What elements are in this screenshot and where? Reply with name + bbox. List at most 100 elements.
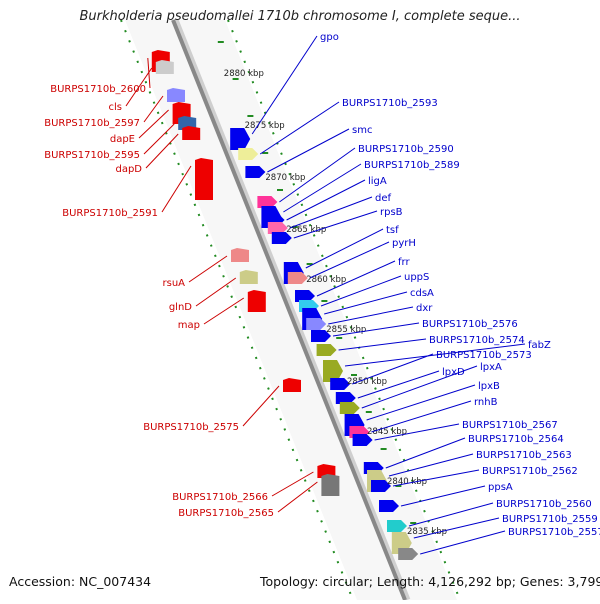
reverse-gene-label: BURPS1710b_2595 xyxy=(44,150,140,161)
scale-label: 2840 kbp xyxy=(387,477,427,487)
forward-label-leader xyxy=(357,370,440,399)
forward-gene-1 xyxy=(230,128,251,150)
forward-gene-label: BURPS1710b_2589 xyxy=(364,160,460,171)
reverse-label-leader xyxy=(242,385,280,427)
forward-label-leader xyxy=(344,343,526,367)
reverse-label-leader xyxy=(125,67,153,107)
reverse-gene-label: BURPS1710b_2591 xyxy=(62,208,158,219)
forward-label-leader xyxy=(267,128,350,173)
reverse-gene-12 xyxy=(317,464,336,478)
reverse-gene-6 xyxy=(182,126,201,140)
forward-gene-10 xyxy=(287,272,308,284)
reverse-gene-10 xyxy=(247,290,266,312)
forward-label-leader xyxy=(309,241,390,279)
forward-gene-label: cdsA xyxy=(410,288,434,299)
reverse-gene-label: cls xyxy=(109,102,123,113)
forward-label-leader xyxy=(385,437,466,469)
forward-label-leader xyxy=(338,338,427,351)
forward-gene-label: tsf xyxy=(386,225,399,236)
forward-gene-label: BURPS1710b_2574 xyxy=(429,335,525,346)
reverse-label-leader xyxy=(143,95,164,123)
forward-gene-label: BURPS1710b_2559 xyxy=(502,514,598,525)
forward-label-leader xyxy=(293,210,378,239)
forward-gene-label: fabZ xyxy=(528,340,551,351)
forward-label-leader xyxy=(413,517,500,539)
forward-gene-label: BURPS1710b_2557 xyxy=(508,527,600,538)
reverse-label-leader xyxy=(143,123,175,155)
forward-gene-16 xyxy=(316,344,337,356)
forward-gene-label: BURPS1710b_2573 xyxy=(436,350,532,361)
forward-gene-label: gpo xyxy=(320,32,339,43)
scale-label: 2870 kbp xyxy=(265,173,305,183)
forward-label-leader xyxy=(283,163,362,213)
scale-label: 2865 kbp xyxy=(286,225,326,235)
forward-gene-8 xyxy=(271,232,292,244)
backbone-line xyxy=(171,19,407,601)
forward-gene-label: rnhB xyxy=(474,397,498,408)
forward-gene-label: frr xyxy=(398,257,410,268)
forward-gene-20 xyxy=(339,402,360,414)
reverse-gene-13 xyxy=(321,474,340,496)
forward-gene-7 xyxy=(267,222,288,234)
forward-gene-label: BURPS1710b_2593 xyxy=(342,98,438,109)
reverse-gene-label: dapE xyxy=(110,134,135,145)
reverse-gene-label: BURPS1710b_2575 xyxy=(143,422,239,433)
forward-label-leader xyxy=(332,322,420,337)
forward-label-leader xyxy=(289,196,373,229)
forward-gene-label: ligA xyxy=(368,176,387,187)
forward-label-leader xyxy=(328,306,414,325)
reverse-gene-11 xyxy=(283,378,301,392)
forward-label-leader xyxy=(286,179,366,221)
forward-gene-14 xyxy=(306,318,327,330)
forward-label-leader xyxy=(388,453,474,477)
forward-label-leader xyxy=(408,502,494,527)
forward-gene-23 xyxy=(352,434,373,446)
reverse-gene-label: BURPS1710b_2565 xyxy=(178,508,274,519)
scale-label: 2860 kbp xyxy=(306,275,346,285)
forward-gene-26 xyxy=(371,480,391,492)
forward-gene-label: rpsB xyxy=(380,207,403,218)
reverse-label-leader xyxy=(277,481,318,513)
forward-label-leader xyxy=(259,101,340,155)
forward-gene-15 xyxy=(311,330,331,342)
accession-text: Accession: NC_007434 xyxy=(9,574,152,589)
reverse-label-leader xyxy=(138,109,169,139)
forward-gene-label: dxr xyxy=(416,303,433,314)
forward-gene-label: BURPS1710b_2590 xyxy=(358,144,454,155)
forward-label-leader xyxy=(392,469,480,487)
reverse-gene-8 xyxy=(231,248,249,262)
forward-label-leader xyxy=(400,485,486,507)
forward-gene-label: lpxB xyxy=(478,381,500,392)
forward-label-leader xyxy=(371,400,472,433)
forward-gene-label: BURPS1710b_2576 xyxy=(422,319,518,330)
forward-label-leader xyxy=(420,530,506,555)
reverse-gene-label: BURPS1710b_2597 xyxy=(44,118,140,129)
scale-label: 2850 kbp xyxy=(347,377,387,387)
forward-gene-label: BURPS1710b_2562 xyxy=(482,466,578,477)
reverse-gene-3 xyxy=(167,88,185,102)
forward-gene-17 xyxy=(323,360,343,382)
forward-gene-label: BURPS1710b_2564 xyxy=(468,434,564,445)
genome-summary-text: Topology: circular; Length: 4,126,292 bp… xyxy=(260,574,600,589)
page-title: Burkholderia pseudomallei 1710b chromoso… xyxy=(79,9,521,24)
forward-gene-19 xyxy=(335,392,356,404)
forward-gene-label: lpxD xyxy=(442,367,465,378)
reverse-label-leader xyxy=(188,255,228,283)
reverse-gene-label: map xyxy=(178,320,200,331)
forward-label-leader xyxy=(305,228,384,269)
reverse-label-leader xyxy=(145,133,179,169)
reverse-gene-9 xyxy=(239,270,258,284)
forward-gene-27 xyxy=(379,500,399,512)
forward-label-leader xyxy=(316,260,396,297)
reverse-gene-label: dapD xyxy=(115,164,142,175)
forward-gene-30 xyxy=(398,548,419,560)
reverse-gene-label: BURPS1710b_2600 xyxy=(50,84,146,95)
forward-label-leader xyxy=(324,291,408,315)
forward-gene-4 xyxy=(257,196,278,208)
forward-label-leader xyxy=(320,275,402,307)
forward-gene-label: BURPS1710b_2560 xyxy=(496,499,592,510)
reverse-gene-label: BURPS1710b_2566 xyxy=(172,492,268,503)
forward-gene-label: BURPS1710b_2567 xyxy=(462,420,558,431)
